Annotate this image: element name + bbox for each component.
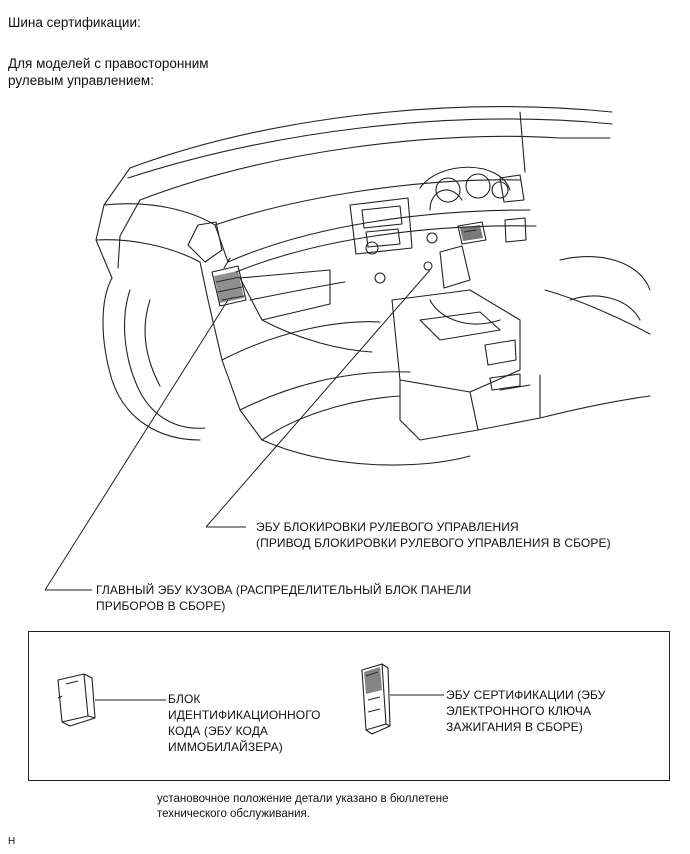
subtitle-line-1: Для моделей с правосторонним xyxy=(8,56,209,71)
immobiliser-label-line-4: ИММОБИЛАЙЗЕРА) xyxy=(168,740,283,754)
certification-label-line-2: ЭЛЕКТРОННОГО КЛЮЧА xyxy=(446,704,592,718)
subtitle: Для моделей с правосторонним рулевым упр… xyxy=(8,55,209,89)
corner-mark: H xyxy=(8,836,16,847)
footnote: установочное положение детали указано в … xyxy=(157,792,449,822)
legend-box xyxy=(28,631,670,781)
steering-lock-ecu-label: ЭБУ БЛОКИРОВКИ РУЛЕВОГО УПРАВЛЕНИЯ (ПРИВ… xyxy=(256,519,611,551)
immobiliser-label-line-2: ИДЕНТИФИКАЦИОННОГО xyxy=(168,708,321,722)
footnote-line-2: технического обслуживания. xyxy=(157,808,310,820)
certification-label-line-3: ЗАЖИГАНИЯ В СБОРЕ) xyxy=(446,720,583,734)
main-body-label-line-1: ГЛАВНЫЙ ЭБУ КУЗОВА (РАСПРЕДЕЛИТЕЛЬНЫЙ БЛ… xyxy=(96,583,472,597)
footnote-line-1: установочное положение детали указано в … xyxy=(157,793,449,805)
main-body-ecu-leader-line xyxy=(44,299,229,591)
steering-lock-leader-line xyxy=(205,269,431,528)
steering-lock-label-line-1: ЭБУ БЛОКИРОВКИ РУЛЕВОГО УПРАВЛЕНИЯ xyxy=(256,520,519,534)
certification-ecu-label: ЭБУ СЕРТИФИКАЦИИ (ЭБУ ЭЛЕКТРОННОГО КЛЮЧА… xyxy=(446,687,605,735)
immobiliser-ecu-icon xyxy=(57,673,96,727)
main-body-label-line-2: ПРИБОРОВ В СБОРЕ) xyxy=(96,599,226,613)
subtitle-line-2: рулевым управлением: xyxy=(8,73,154,88)
steering-lock-label-line-2: (ПРИВОД БЛОКИРОВКИ РУЛЕВОГО УПРАВЛЕНИЯ В… xyxy=(256,536,611,550)
immobiliser-label-line-3: КОДА (ЭБУ КОДА xyxy=(168,724,269,738)
page-title: Шина сертификации: xyxy=(8,15,141,30)
immobiliser-ecu-label: БЛОК ИДЕНТИФИКАЦИОННОГО КОДА (ЭБУ КОДА И… xyxy=(168,691,321,755)
main-body-ecu-label: ГЛАВНЫЙ ЭБУ КУЗОВА (РАСПРЕДЕЛИТЕЛЬНЫЙ БЛ… xyxy=(96,582,471,614)
immobiliser-label-line-1: БЛОК xyxy=(168,692,201,706)
certification-label-line-1: ЭБУ СЕРТИФИКАЦИИ (ЭБУ xyxy=(446,688,606,702)
